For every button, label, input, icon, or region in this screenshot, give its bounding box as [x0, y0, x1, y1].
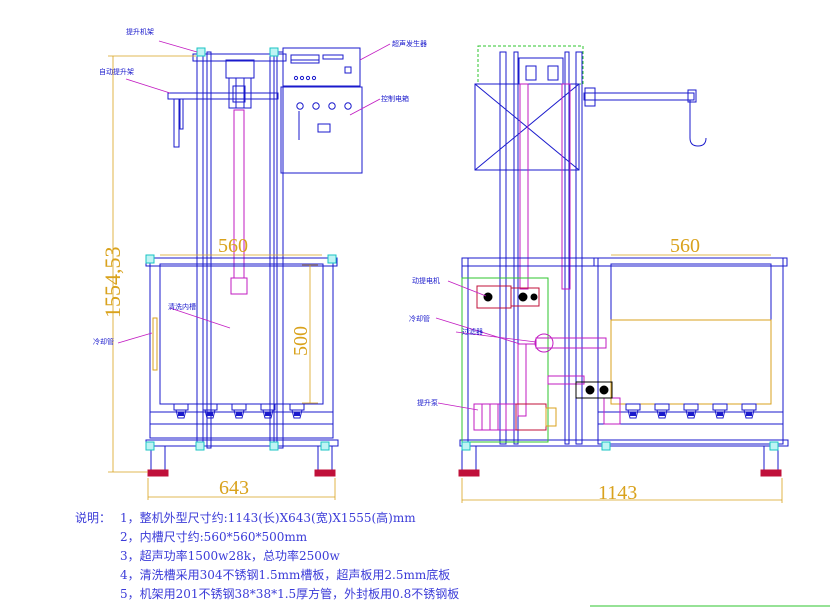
label-lift-frame: 提升机架: [126, 27, 154, 36]
front-leaders: [117, 40, 391, 344]
side-post-1: [499, 51, 507, 445]
label-filter-unit: 过滤器: [462, 327, 483, 336]
frame-post-right-outer: [276, 51, 284, 449]
transducer: [625, 403, 641, 419]
side-hook: [689, 100, 707, 147]
dim-tank-width-front: 560: [218, 235, 248, 257]
side-liquid-level: [610, 319, 772, 405]
side-lift-arm: [583, 92, 695, 101]
hook-left: [173, 98, 180, 148]
dim-overall-width: 643: [219, 477, 249, 499]
transducer: [683, 403, 699, 419]
frame-post-left-inner: [206, 51, 212, 449]
side-view: [458, 45, 789, 477]
control-box: [280, 86, 363, 174]
ultrasonic-generator: [282, 47, 361, 87]
transducer: [741, 403, 757, 419]
note-item-2: 2，内槽尺寸约:560*560*500mm: [120, 530, 308, 544]
side-transducers: [625, 403, 757, 419]
drain-valve: [575, 381, 613, 399]
side-tank-rim: [593, 257, 788, 267]
lift-rod-end: [230, 277, 248, 295]
label-auto-lift-hook: 自动提升架: [99, 67, 134, 76]
front-base: [145, 439, 339, 447]
front-dimensions: [108, 55, 336, 500]
front-nodes: [145, 47, 337, 451]
label-drive-motor: 动提电机: [412, 276, 440, 285]
side-post-2: [513, 51, 519, 445]
front-view: [145, 47, 363, 477]
transducer: [654, 403, 670, 419]
side-post-4: [575, 51, 583, 445]
lift-carriage: [225, 59, 255, 79]
label-cleaning-tank: 清洗内槽: [168, 302, 196, 311]
note-item-5: 5，机架用201不锈钢38*38*1.5厚方管，外封板用0.8不锈钢板: [120, 587, 460, 601]
transducer: [260, 403, 276, 419]
transducer: [289, 403, 305, 419]
label-cooling-pipe-right: 冷却管: [409, 314, 430, 323]
side-leaders: [435, 280, 537, 411]
filter-housing: [534, 333, 554, 353]
label-control-box: 控制电箱: [381, 94, 409, 103]
transducer: [231, 403, 247, 419]
arm-clamp: [232, 85, 246, 103]
lift-pump-head: [515, 403, 547, 431]
frame-post-right-inner: [269, 51, 275, 449]
transducer: [712, 403, 728, 419]
side-tank-inner: [610, 263, 772, 405]
side-base: [459, 439, 789, 447]
front-transducers: [173, 403, 305, 419]
frame-top-beam: [192, 53, 287, 62]
drive-gearbox: [510, 287, 540, 307]
dim-tank-depth: 500: [290, 326, 312, 356]
auto-lift-arm: [167, 92, 279, 100]
lift-pump-motor: [473, 403, 517, 431]
dim-overall-length: 1143: [598, 482, 637, 504]
side-lift-rod-right: [561, 83, 571, 290]
note-item-4: 4，清洗槽采用304不锈钢1.5mm槽板，超声板用2.5mm底板: [120, 568, 451, 582]
side-equipment-enclosure: [461, 277, 549, 443]
frame-post-left-outer: [196, 51, 204, 449]
dim-tank-width-side: 560: [670, 235, 700, 257]
side-tank-outer: [597, 257, 784, 445]
note-item-1: 1，整机外型尺寸约:1143(长)X643(宽)X1555(高)mm: [120, 511, 416, 525]
transducer: [202, 403, 218, 419]
label-cooling-pipe-left: 冷却管: [93, 337, 114, 346]
dim-overall-height: 1554,53: [100, 247, 125, 319]
side-dimensions: [461, 254, 783, 503]
label-ultrasonic-generator: 超声发生器: [392, 39, 427, 48]
note-item-3: 3，超声功率1500w28k，总功率2500w: [120, 549, 340, 563]
notes-heading: 说明：: [75, 511, 112, 525]
side-nodes: [461, 441, 779, 451]
side-post-3: [564, 51, 570, 445]
transducer: [173, 403, 189, 419]
label-lift-pump: 提升泵: [417, 398, 438, 407]
side-lift-rod-left: [519, 83, 529, 290]
